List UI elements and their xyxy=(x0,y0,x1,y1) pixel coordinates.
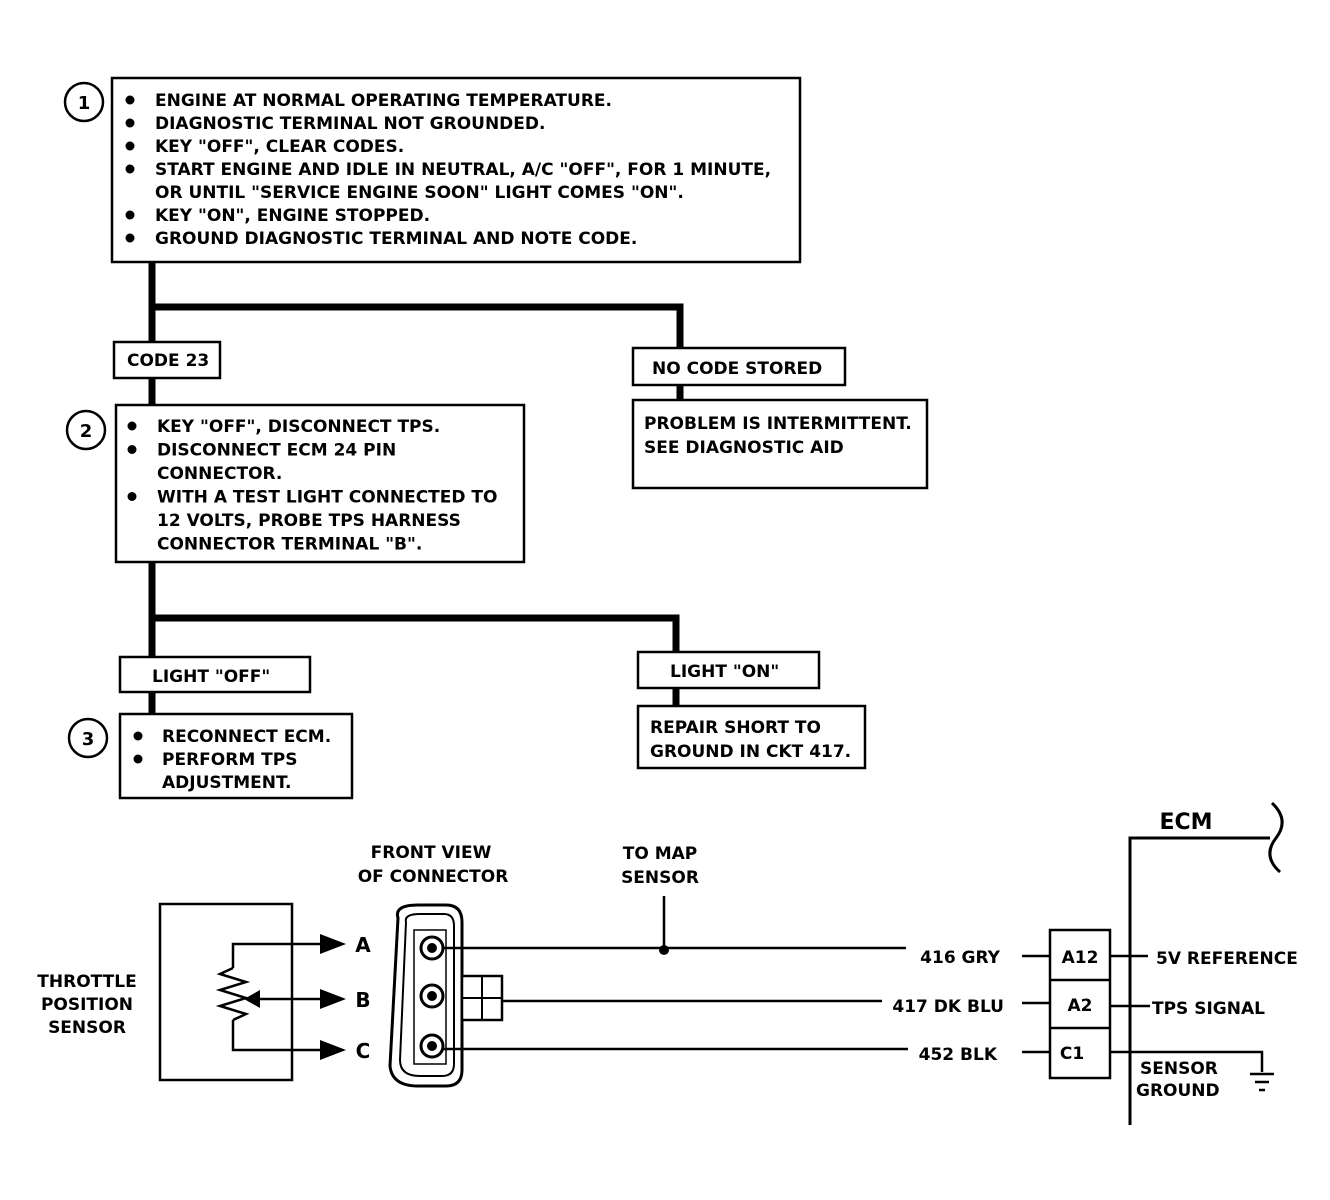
step-2-group: 2 KEY "OFF", DISCONNECT TPS. DISCONNECT E… xyxy=(65,403,526,564)
bullet-text: WITH A TEST LIGHT CONNECTED TO xyxy=(157,488,497,508)
light-on-label: LIGHT "ON" xyxy=(670,662,779,682)
bullet-dot xyxy=(125,210,135,220)
step-3-bullets: RECONNECT ECM. PERFORM TPS ADJUSTMENT. xyxy=(133,727,331,793)
light-off-box xyxy=(118,655,312,694)
no-code-label: NO CODE STORED xyxy=(652,359,822,379)
pin-c-label: C xyxy=(356,1039,371,1063)
step-3-number: 3 xyxy=(82,729,95,750)
svg-text:POSITION: POSITION xyxy=(41,995,133,1015)
sensor-ground-line-2: GROUND xyxy=(1136,1081,1220,1101)
tps-symbol xyxy=(158,902,346,1082)
svg-text:SENSOR: SENSOR xyxy=(48,1018,126,1038)
bullet-dot xyxy=(127,445,137,454)
bullet-text: KEY "OFF", DISCONNECT TPS. xyxy=(157,417,440,437)
map-label-line-1: TO MAP xyxy=(623,844,698,864)
map-label-line-2: SENSOR xyxy=(621,868,699,888)
bullet-text: KEY "ON", ENGINE STOPPED. xyxy=(155,206,430,226)
ecm-pin-c1: C1 xyxy=(1060,1044,1084,1064)
bullet-dot xyxy=(125,95,135,105)
step-2-box xyxy=(114,403,526,564)
step-1-group: 1 ENGINE AT NORMAL OPERATING TEMPERATURE… xyxy=(63,76,802,264)
signal-tps: TPS SIGNAL xyxy=(1152,999,1265,1019)
bullet-text: CONNECTOR TERMINAL "B". xyxy=(157,535,422,555)
step-3-box xyxy=(118,712,354,800)
ecm-pin-block xyxy=(1048,928,1112,1080)
bullet-text: OR UNTIL "SERVICE ENGINE SOON" LIGHT COM… xyxy=(155,183,684,203)
tps-label: THROTTLE POSITION SENSOR xyxy=(37,972,136,1038)
repair-box xyxy=(636,704,867,770)
code-23-box xyxy=(112,340,222,380)
svg-text:THROTTLE: THROTTLE xyxy=(37,972,136,992)
bullet-text: 12 VOLTS, PROBE TPS HARNESS xyxy=(157,511,461,531)
step-3-number-circle xyxy=(67,717,109,759)
bullet-dot xyxy=(127,492,137,501)
ecm-pin-a2: A2 xyxy=(1068,996,1093,1016)
bullet-text: START ENGINE AND IDLE IN NEUTRAL, A/C "O… xyxy=(155,160,771,180)
connector-front-view xyxy=(388,903,504,1088)
step-2-number: 2 xyxy=(80,421,93,442)
bullet-dot xyxy=(133,754,143,764)
step-2-number-circle xyxy=(65,409,107,451)
bullet-text: CONNECTOR. xyxy=(157,464,282,484)
bullet-dot xyxy=(133,731,143,741)
ecm-label: ECM xyxy=(1159,810,1212,835)
step-2-bullets: KEY "OFF", DISCONNECT TPS. DISCONNECT ECM… xyxy=(127,417,497,555)
wire-417-label: 417 DK BLU xyxy=(892,997,1004,1017)
wire-452-label: 452 BLK xyxy=(919,1045,998,1065)
bullet-text: GROUND DIAGNOSTIC TERMINAL AND NOTE CODE… xyxy=(155,229,637,249)
bullet-text: ADJUSTMENT. xyxy=(162,773,291,793)
step-1-number: 1 xyxy=(78,93,91,114)
step-1-box xyxy=(110,76,802,264)
pin-b-label: B xyxy=(355,988,370,1012)
repair-line-2: GROUND IN CKT 417. xyxy=(650,742,851,762)
bullet-text: ENGINE AT NORMAL OPERATING TEMPERATURE. xyxy=(155,91,612,111)
bullet-text: RECONNECT ECM. xyxy=(162,727,331,747)
harness-wires xyxy=(443,896,1050,1054)
bullet-text: KEY "OFF", CLEAR CODES. xyxy=(155,137,404,157)
pin-a-label: A xyxy=(355,933,371,957)
step-1-number-circle xyxy=(63,81,105,123)
light-off-label: LIGHT "OFF" xyxy=(152,667,270,687)
bullet-dot xyxy=(125,118,135,128)
no-code-box xyxy=(631,346,847,387)
light-on-box xyxy=(636,650,821,690)
bullet-dot xyxy=(125,164,135,174)
bullet-text: DISCONNECT ECM 24 PIN xyxy=(157,441,396,461)
bullet-dot xyxy=(125,141,135,151)
ecm-boundary xyxy=(1110,801,1284,1125)
bullet-text: PERFORM TPS xyxy=(162,750,297,770)
repair-line-1: REPAIR SHORT TO xyxy=(650,718,821,738)
bullet-text: DIAGNOSTIC TERMINAL NOT GROUNDED. xyxy=(155,114,545,134)
wire-416-label: 416 GRY xyxy=(920,948,1001,968)
bullet-dot xyxy=(125,233,135,243)
signal-5v-reference: 5V REFERENCE xyxy=(1156,949,1298,969)
connector-label-line-1: FRONT VIEW xyxy=(371,843,492,863)
bullet-dot xyxy=(127,421,137,431)
ecm-pin-a12: A12 xyxy=(1062,948,1099,968)
intermittent-line-1: PROBLEM IS INTERMITTENT. xyxy=(644,414,912,434)
step-3-group: 3 RECONNECT ECM. PERFORM TPS ADJUSTMENT. xyxy=(67,712,354,800)
code-23-label: CODE 23 xyxy=(127,351,209,371)
flow-lines xyxy=(148,262,684,714)
intermittent-box xyxy=(631,398,929,490)
step-1-bullets: ENGINE AT NORMAL OPERATING TEMPERATURE. D… xyxy=(125,91,771,249)
connector-label-line-2: OF CONNECTOR xyxy=(358,867,509,887)
sensor-ground-line-1: SENSOR xyxy=(1140,1059,1218,1079)
intermittent-line-2: SEE DIAGNOSTIC AID xyxy=(644,438,844,458)
